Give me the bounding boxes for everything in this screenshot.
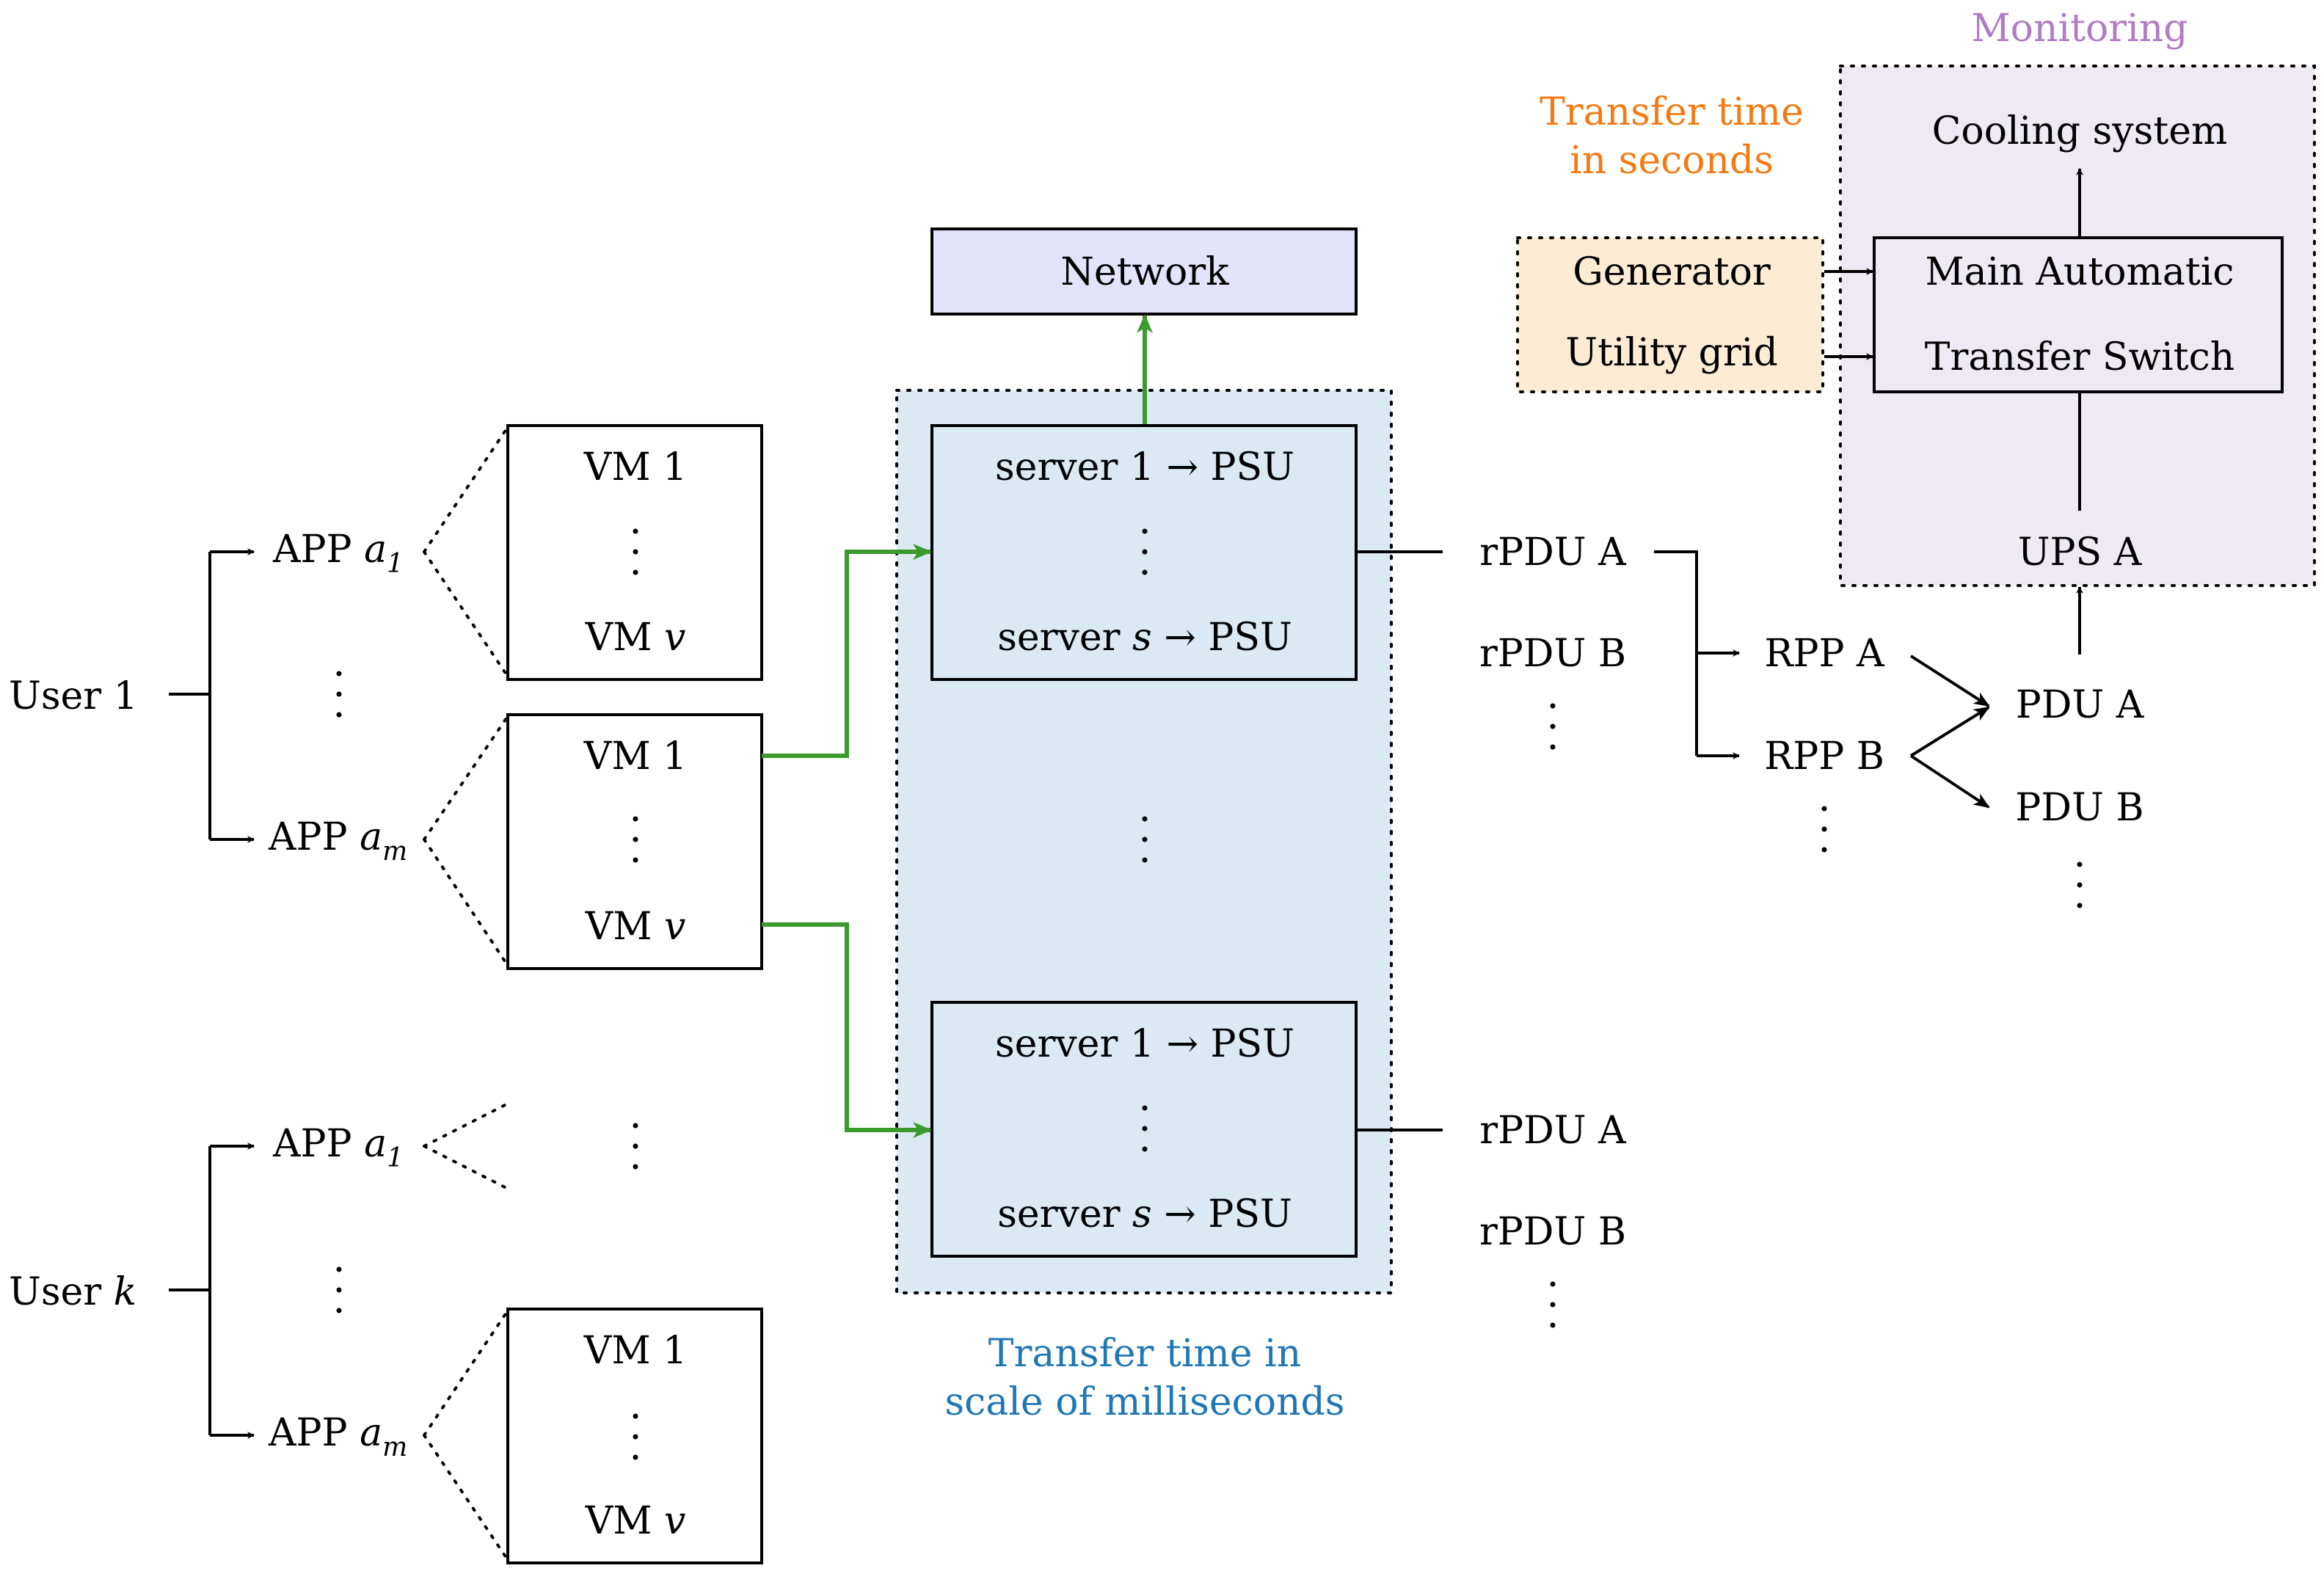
generator-region xyxy=(1518,238,1823,392)
ellipsis-rpdu-bottom xyxy=(1550,1281,1556,1328)
vm1-to-server-top-arrow xyxy=(762,544,932,758)
app-sub: m xyxy=(382,836,407,867)
pdu-b-label: PDU B xyxy=(2015,786,2143,830)
app-var: a xyxy=(360,815,382,859)
app-prefix: APP xyxy=(268,815,360,859)
pdu-a-label: PDU A xyxy=(2016,683,2145,727)
rpdu-b-bottom: rPDU B xyxy=(1479,1210,1626,1254)
app-sub: 1 xyxy=(387,549,404,579)
transfer-ms-line1: Transfer time in xyxy=(988,1332,1301,1376)
rpdu-a-bottom: rPDU A xyxy=(1479,1109,1627,1153)
server-region-border xyxy=(895,389,1393,1294)
server-suffix: → PSU xyxy=(1152,616,1292,660)
monitoring-label: Monitoring xyxy=(1971,7,2188,51)
ellipsis-rpp xyxy=(1821,806,1827,853)
rpp-a-label: RPP A xyxy=(1764,632,1885,676)
vmv-to-server-bottom-arrow xyxy=(762,922,932,1138)
transfer-seconds-line2: in seconds xyxy=(1570,139,1774,183)
vm-prefix: VM xyxy=(585,616,664,660)
fan-appm-vm2 xyxy=(423,715,509,967)
rpp-b-label: RPP B xyxy=(1764,735,1884,779)
ellipsis-group xyxy=(336,528,2083,1460)
rppa-to-pdua-arrow xyxy=(1909,655,1990,707)
server-last-top: server s → PSU xyxy=(997,616,1292,660)
vmv-label-box1: VM v xyxy=(585,616,686,660)
vm-prefix: VM xyxy=(585,905,664,949)
server-first-top: server 1 → PSU xyxy=(995,445,1294,489)
server-suffix: → PSU xyxy=(1152,1192,1292,1236)
ats-line2: Transfer Switch xyxy=(1925,335,2234,379)
generator-region-border xyxy=(1516,236,1824,393)
vm-var: v xyxy=(664,1499,685,1543)
ellipsis-server-bottom xyxy=(1142,1105,1148,1152)
ellipsis-rpdu-top xyxy=(1550,703,1556,750)
vmv-label-box3: VM v xyxy=(585,1499,686,1543)
ups-a-label: UPS A xyxy=(2018,531,2143,575)
server-var: s xyxy=(1132,1192,1152,1236)
fan-app1-vm1 xyxy=(423,426,509,678)
rpdu-branch xyxy=(1654,550,1698,756)
userk-branch xyxy=(169,1146,211,1435)
vmv-label-box2: VM v xyxy=(585,905,686,949)
fan-appm-vm3 xyxy=(423,1309,509,1561)
app-prefix: APP xyxy=(268,1411,360,1455)
server-last-bottom: server s → PSU xyxy=(997,1192,1292,1236)
vm-var: v xyxy=(664,616,685,660)
utility-grid-label: Utility grid xyxy=(1565,331,1777,375)
monitoring-region-border xyxy=(1839,65,2316,587)
ellipsis-vm1 xyxy=(633,528,638,575)
ellipsis-apps-user1 xyxy=(336,671,342,718)
app-prefix: APP xyxy=(272,1122,364,1166)
vm1-label-box3: VM 1 xyxy=(583,1329,687,1373)
rpdu-b-top: rPDU B xyxy=(1479,632,1626,676)
server-prefix: server xyxy=(997,1192,1132,1236)
rppb-to-pdub-arrow xyxy=(1909,754,1990,809)
app-var: a xyxy=(360,1411,382,1455)
app-var: a xyxy=(364,1122,387,1166)
server-first-bottom: server 1 → PSU xyxy=(995,1022,1294,1066)
vm-var: v xyxy=(664,905,685,949)
userk-label: User k xyxy=(9,1270,136,1314)
cooling-label: Cooling system xyxy=(1932,109,2228,153)
generator-label: Generator xyxy=(1573,250,1771,294)
app-am-user1: APP am xyxy=(268,815,407,867)
ellipsis-pdu xyxy=(2077,861,2083,908)
userk-var: k xyxy=(114,1270,137,1314)
user1-branch xyxy=(169,552,211,839)
vm1-label-box2: VM 1 xyxy=(583,735,687,779)
app-am-userk: APP am xyxy=(268,1411,407,1462)
ellipsis-vm-k xyxy=(633,1123,638,1170)
app-a1-userk: APP a1 xyxy=(272,1122,404,1173)
server-prefix: server xyxy=(997,616,1132,660)
app-prefix: APP xyxy=(272,528,364,572)
transfer-ms-line2: scale of milliseconds xyxy=(944,1380,1344,1424)
network-box xyxy=(930,227,1358,316)
fan-app1-k xyxy=(423,1102,509,1190)
ellipsis-vm3 xyxy=(633,1413,638,1460)
ats-box xyxy=(1873,236,2284,393)
user1-label: User 1 xyxy=(9,674,138,718)
app-sub: m xyxy=(382,1432,407,1462)
app-a1-user1: APP a1 xyxy=(272,528,404,579)
server-var: s xyxy=(1132,616,1152,660)
vm-prefix: VM xyxy=(585,1499,664,1543)
ellipsis-server-top xyxy=(1142,528,1148,575)
rppb-to-pdua-arrow xyxy=(1909,706,1990,757)
userk-prefix: User xyxy=(9,1270,114,1314)
network-label: Network xyxy=(1060,250,1229,294)
rpdu-a-top: rPDU A xyxy=(1479,531,1627,575)
ellipsis-servers-middle xyxy=(1142,816,1148,863)
transfer-seconds-line1: Transfer time xyxy=(1540,90,1804,134)
app-sub: 1 xyxy=(387,1143,404,1173)
vm1-label-box1: VM 1 xyxy=(583,445,687,489)
ats-line1: Main Automatic xyxy=(1925,250,2234,294)
ellipsis-apps-userk xyxy=(336,1266,342,1313)
ellipsis-vm2 xyxy=(633,816,638,863)
app-var: a xyxy=(364,528,387,572)
